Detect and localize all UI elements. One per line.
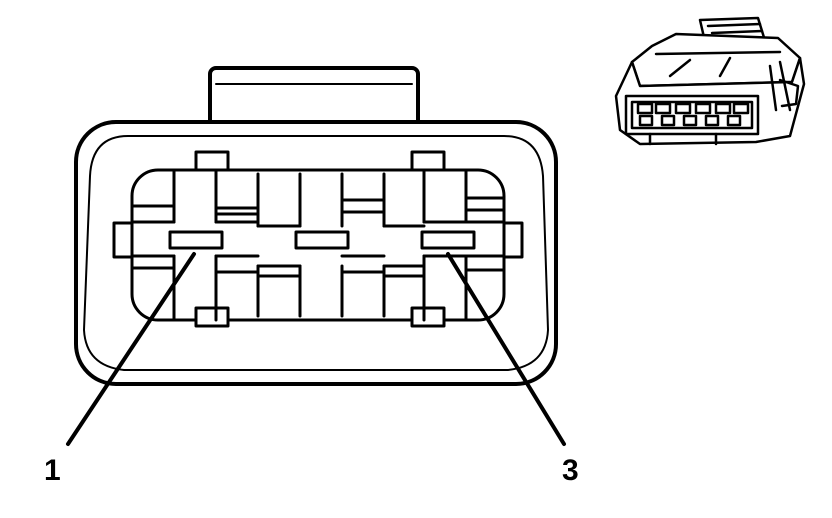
connector-face — [66, 66, 566, 446]
connector-housing-inner — [83, 135, 549, 371]
terminal-1 — [168, 230, 224, 250]
callout-leader-3 — [446, 252, 566, 446]
callout-label-3: 3 — [562, 454, 579, 487]
callout-leader-1 — [66, 252, 196, 446]
terminal-3 — [420, 230, 476, 250]
terminal-2 — [294, 230, 350, 250]
locking-latch — [208, 66, 420, 130]
callout-label-1: 1 — [44, 454, 61, 487]
terminal-cavity-area — [112, 150, 524, 328]
connector-perspective-view — [614, 16, 806, 146]
